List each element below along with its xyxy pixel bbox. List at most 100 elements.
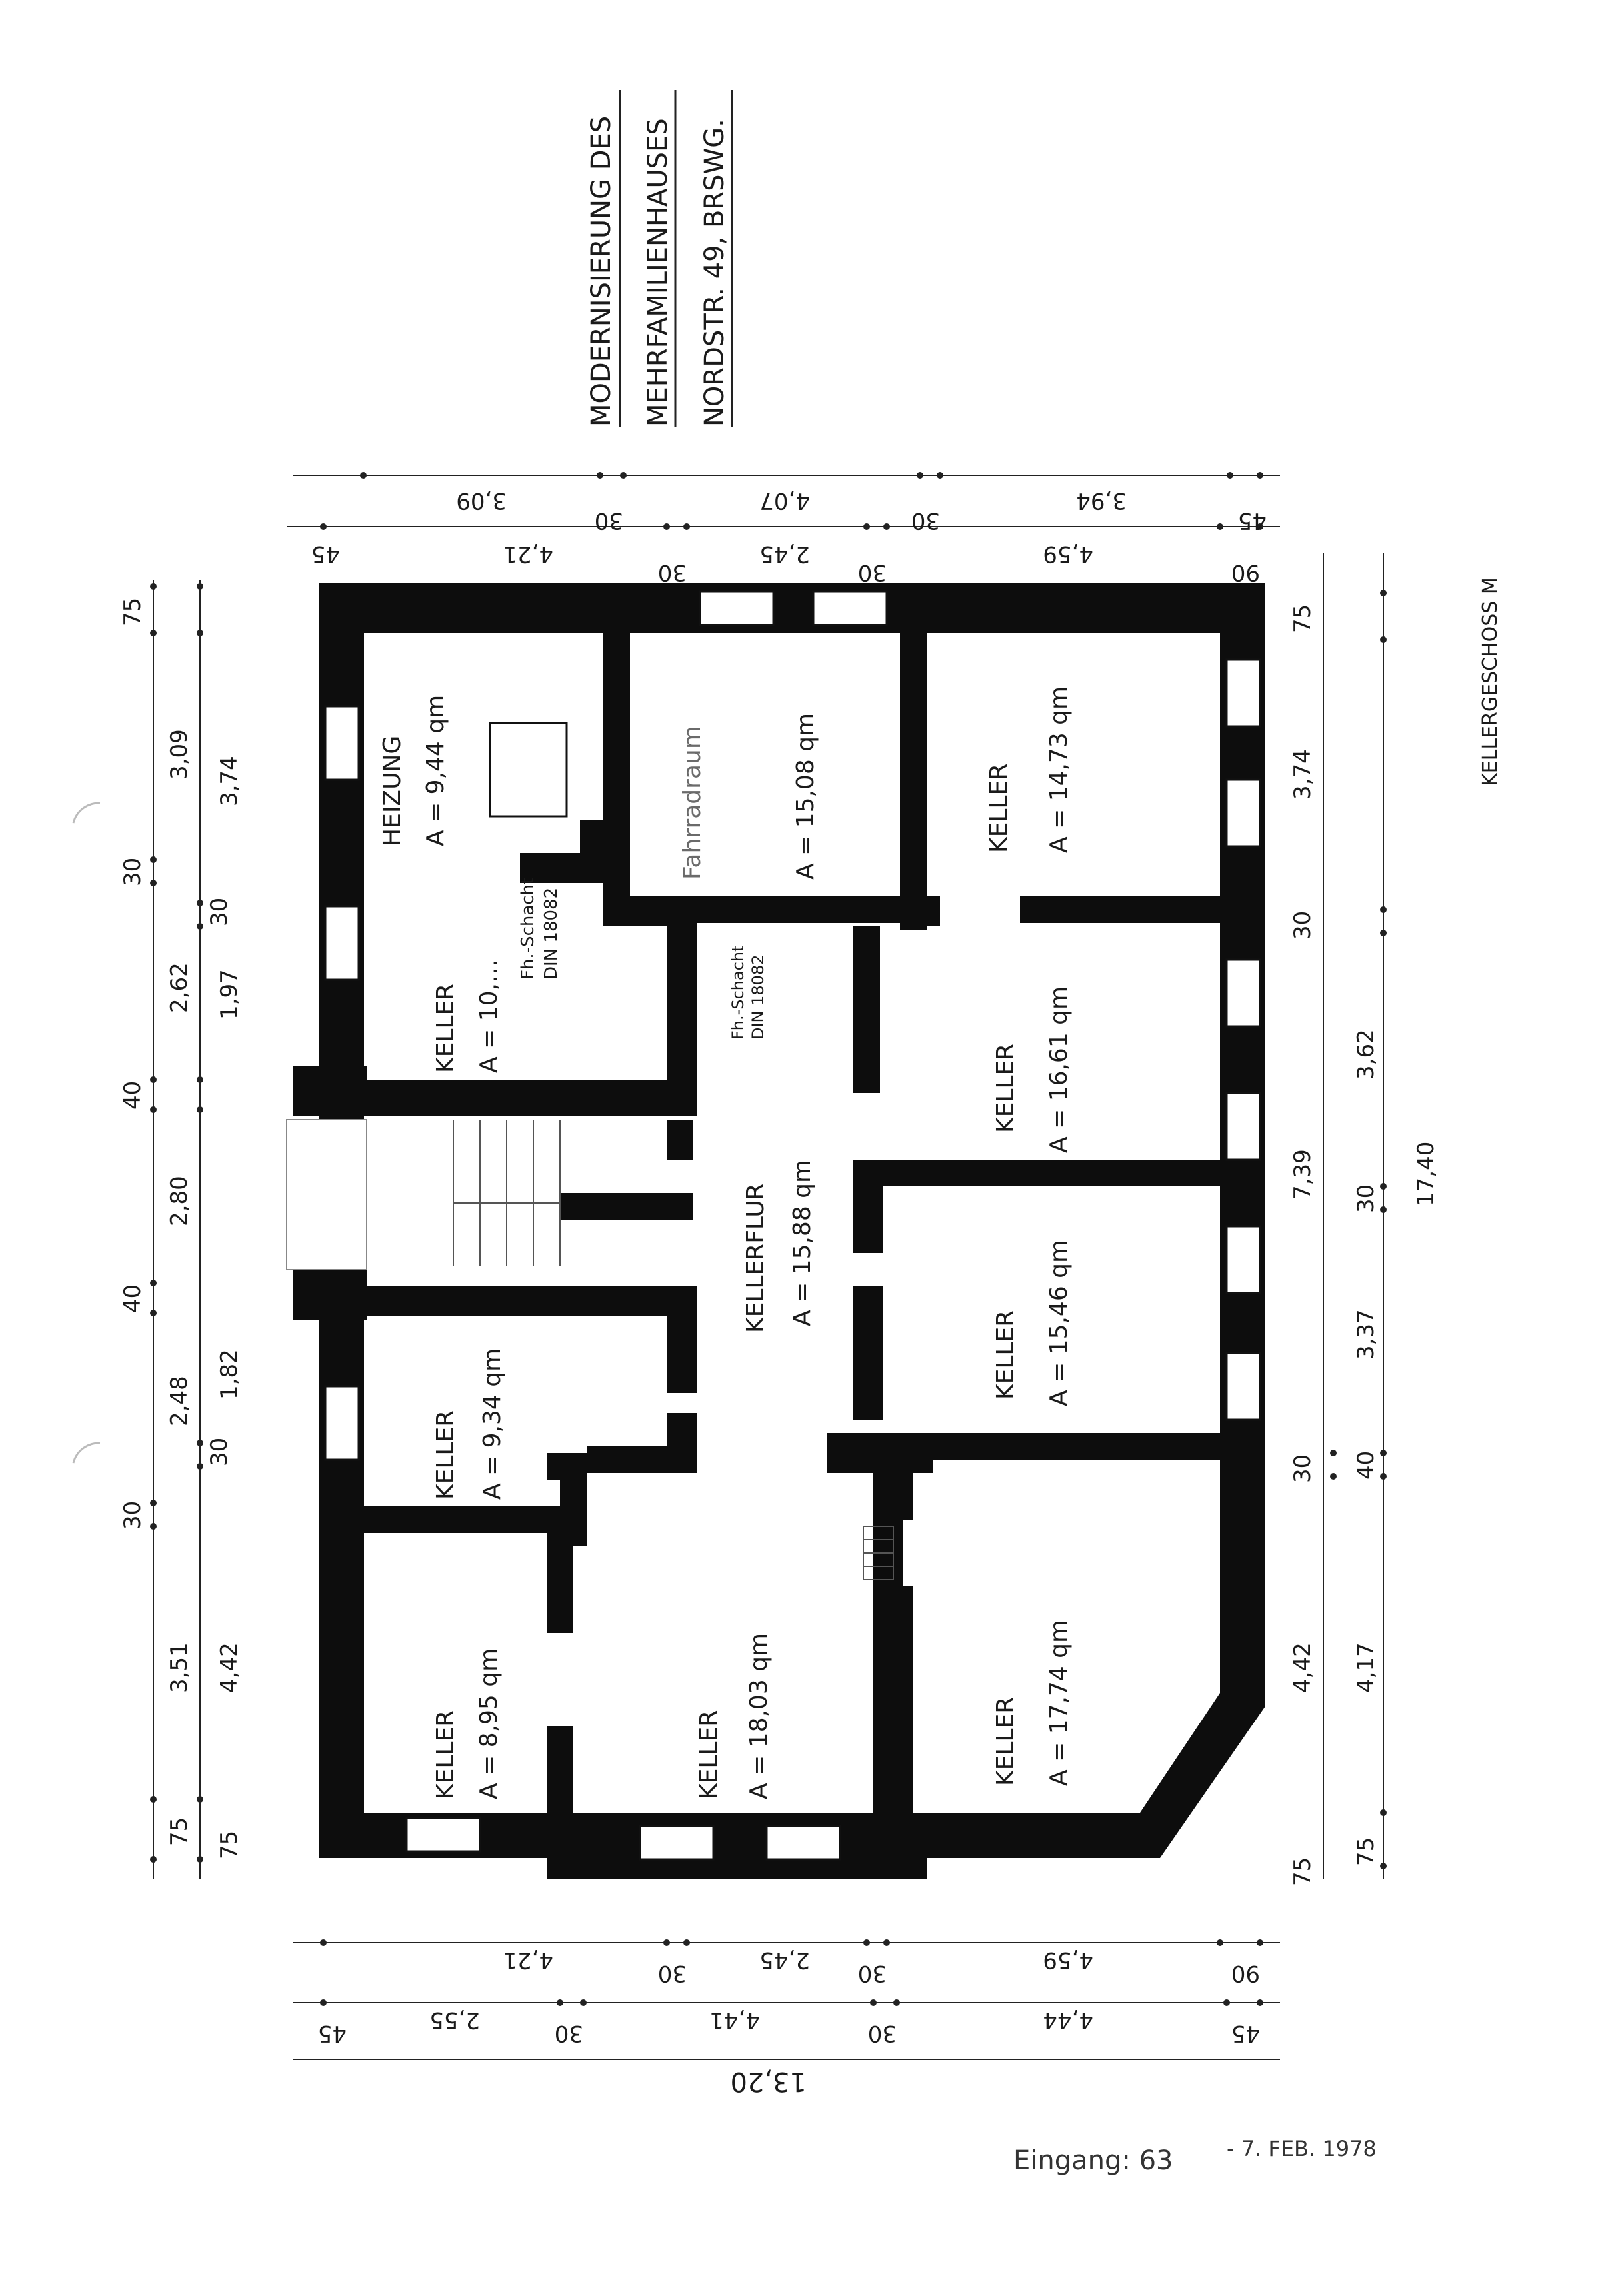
dim-label: 2,45 xyxy=(759,541,810,567)
dim-label: 45 xyxy=(1231,2020,1260,2047)
room-area-fahrradraum: A = 15,08 qm xyxy=(792,713,819,880)
dim-label: 3,74 xyxy=(1289,749,1316,800)
room-area-keller-e1: A = 16,61 qm xyxy=(1045,986,1073,1153)
dims-right-inner: 75 3,74 30 3,62 30 3,37 30 4,42 75 xyxy=(1289,604,1379,1886)
room-note-w1-2: DIN 18082 xyxy=(541,888,561,980)
dims-top-inner: 45 4,21 30 2,45 30 4,59 90 xyxy=(311,541,1260,586)
dim-label: 4,59 xyxy=(1043,1947,1093,1973)
room-name-keller-w1: KELLER xyxy=(432,984,459,1073)
dim-label: 4,42 xyxy=(1289,1642,1316,1693)
dim-label: 2,48 xyxy=(166,1376,193,1426)
boiler-box xyxy=(489,722,568,818)
entry-opening xyxy=(286,1119,367,1270)
dim-label: 75 xyxy=(119,598,146,626)
interior-stair-marks xyxy=(863,1526,894,1580)
dimension-lines xyxy=(153,475,1384,2060)
dim-label: 3,37 xyxy=(1353,1309,1379,1360)
dim-label: 30 xyxy=(206,898,233,926)
dim-label: 2,62 xyxy=(166,962,193,1013)
windows xyxy=(324,590,1261,1861)
dim-label: 45 xyxy=(311,541,340,567)
dims-top-outer: 3,09 30 4,07 30 3,94 45 xyxy=(456,487,1267,534)
dim-label: 3,74 xyxy=(216,756,243,806)
dim-label: 4,41 xyxy=(709,2007,760,2033)
dims-bottom-2: 45 2,55 30 4,41 30 4,44 45 xyxy=(318,2007,1260,2047)
dim-label: 2,80 xyxy=(166,1176,193,1226)
room-name-keller-e2: KELLER xyxy=(992,1310,1019,1400)
dim-label: 4,21 xyxy=(503,541,553,567)
room-name-keller-s: KELLER xyxy=(695,1710,723,1799)
dim-label-total: 17,40 xyxy=(1413,1142,1439,1206)
dim-label: 75 xyxy=(1289,1857,1316,1886)
dim-label-total: 13,20 xyxy=(730,2066,807,2097)
room-area-keller-sw: A = 8,95 qm xyxy=(475,1648,503,1799)
room-area-kellerflur: A = 15,88 qm xyxy=(789,1160,816,1326)
dim-label: 75 xyxy=(166,1817,193,1846)
staircase xyxy=(453,1120,561,1266)
title-line-3: NORDSTR. 49, BRSWG. xyxy=(699,119,730,427)
dims-bottom-1: 4,21 30 2,45 30 4,59 90 xyxy=(503,1947,1260,1987)
dim-label: 3,62 xyxy=(1353,1029,1379,1080)
dims-left-outer: 75 3,09 30 2,62 40 2,80 40 2,48 30 3,51 … xyxy=(119,598,193,1846)
room-area-keller-e2: A = 15,46 qm xyxy=(1045,1240,1073,1406)
dimension-ticks xyxy=(150,472,1387,2006)
dim-label: 30 xyxy=(206,1438,233,1466)
dim-label: 2,55 xyxy=(429,2007,480,2033)
dim-label: 45 xyxy=(1238,507,1267,534)
dim-label: 30 xyxy=(119,1501,146,1530)
dim-label: 30 xyxy=(555,2020,583,2047)
dim-label: 75 xyxy=(1353,1837,1379,1866)
stamp-date: - 7. FEB. 1978 xyxy=(1227,2136,1377,2161)
title-line-2: MEHRFAMILIENHAUSES xyxy=(643,118,673,427)
flur-note-2: DIN 18082 xyxy=(749,955,767,1040)
dim-label: 1,97 xyxy=(216,969,243,1020)
flur-note-1: Fh.-Schacht xyxy=(729,946,747,1040)
dim-label: 4,17 xyxy=(1353,1642,1379,1693)
room-area-keller-s: A = 18,03 qm xyxy=(745,1633,773,1799)
room-area-keller-w1: A = 10,… xyxy=(475,959,503,1073)
sheet-label: KELLERGESCHOSS M xyxy=(1479,577,1502,786)
dim-label: 30 xyxy=(1289,1454,1316,1483)
dim-label: 75 xyxy=(1289,604,1316,633)
room-name-keller-e1: KELLER xyxy=(992,1044,1019,1133)
dim-label: 30 xyxy=(1289,911,1316,940)
dim-label: 3,09 xyxy=(166,729,193,780)
dim-label: 30 xyxy=(858,559,887,586)
stamp-entry: Eingang: 63 xyxy=(1013,2145,1173,2176)
dim-label: 30 xyxy=(911,507,940,534)
dim-label: 90 xyxy=(1231,1960,1260,1987)
dim-label: 90 xyxy=(1231,559,1260,586)
room-area-heizung: A = 9,44 qm xyxy=(422,695,449,846)
dim-label: 4,07 xyxy=(759,487,810,514)
room-name-kellerflur: KELLERFLUR xyxy=(742,1183,769,1333)
dim-label: 30 xyxy=(595,507,623,534)
dim-label: 30 xyxy=(658,1960,687,1987)
room-name-keller-sw: KELLER xyxy=(432,1710,459,1799)
room-area-keller-w2: A = 9,34 qm xyxy=(479,1348,506,1500)
dim-label: 30 xyxy=(868,2020,897,2047)
dim-label: 30 xyxy=(1353,1184,1379,1213)
dim-label: 2,45 xyxy=(759,1947,810,1973)
dim-label: 1,82 xyxy=(216,1349,243,1400)
room-name-keller-se: KELLER xyxy=(992,1697,1019,1786)
dim-label: 3,51 xyxy=(166,1642,193,1693)
room-name-keller-ne: KELLER xyxy=(985,764,1013,853)
dim-label: 4,59 xyxy=(1043,541,1093,567)
room-labels: HEIZUNG A = 9,44 qm Fahrradraum A = 15,0… xyxy=(379,686,1073,1799)
receipt-stamp: Eingang: 63 - 7. FEB. 1978 xyxy=(1013,2136,1377,2176)
room-name-heizung: HEIZUNG xyxy=(379,736,406,846)
dim-label: 4,44 xyxy=(1043,2007,1093,2033)
title-block: MODERNISIERUNG DES MEHRFAMILIENHAUSES NO… xyxy=(586,90,733,427)
dim-label: 40 xyxy=(1353,1451,1379,1480)
room-name-fahrradraum: Fahrradraum xyxy=(679,726,706,880)
dim-label: 40 xyxy=(119,1081,146,1110)
title-line-1: MODERNISIERUNG DES xyxy=(586,116,617,427)
dim-label: 3,94 xyxy=(1076,487,1127,514)
dims-left-inner: 3,74 30 1,97 1,82 30 4,42 75 xyxy=(206,756,243,1859)
room-name-keller-w2: KELLER xyxy=(432,1410,459,1500)
dim-label: 30 xyxy=(858,1960,887,1987)
dim-label: 30 xyxy=(658,559,687,586)
dim-label: 40 xyxy=(119,1284,146,1313)
room-note-w1-1: Fh.-Schacht xyxy=(518,878,538,980)
